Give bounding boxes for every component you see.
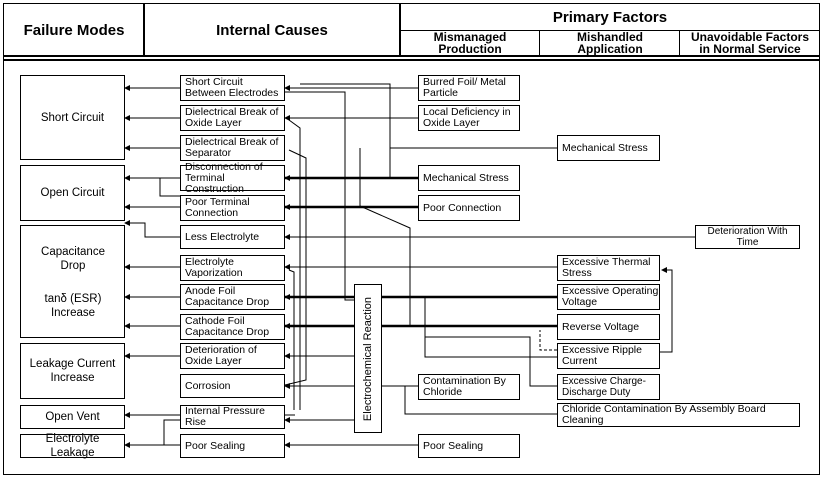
cause-electrolyte-vaporization: Electrolyte Vaporization bbox=[180, 255, 285, 281]
header-primary-factors: Primary Factors bbox=[552, 8, 668, 26]
cause-deterioration-oxide: Deterioration of Oxide Layer bbox=[180, 343, 285, 369]
factor-excessive-charge-discharge: Excessive Charge-Discharge Duty bbox=[557, 374, 660, 400]
factor-burred-foil: Burred Foil/ Metal Particle bbox=[418, 75, 520, 101]
header-internal-causes: Internal Causes bbox=[216, 21, 328, 39]
factor-excessive-ripple-current: Excessive Ripple Current bbox=[557, 343, 660, 369]
failure-open-vent: Open Vent bbox=[20, 405, 125, 429]
cause-cathode-foil-drop: Cathode Foil Capacitance Drop bbox=[180, 314, 285, 340]
failure-capacitance-esr bbox=[20, 225, 125, 338]
cause-disconnection-terminal: Disconnection of Terminal Construction bbox=[180, 161, 285, 194]
factor-excessive-operating-voltage: Excessive Operating Voltage bbox=[557, 284, 660, 310]
failure-leakage-current: Leakage Current Increase bbox=[20, 343, 125, 399]
failure-electrolyte-leakage-label: Electrolyte Leakage bbox=[45, 433, 100, 459]
failure-short-circuit-label: Short Circuit bbox=[40, 111, 105, 124]
header-unavoidable-factors: Unavoidable Factors in Normal Service bbox=[690, 30, 810, 56]
electrochemical-reaction-box: Electrochemical Reaction bbox=[354, 284, 382, 433]
factor-mechanical-stress-application: Mechanical Stress bbox=[557, 135, 660, 161]
factor-poor-sealing-production: Poor Sealing bbox=[418, 434, 520, 458]
cause-short-between-electrodes: Short Circuit Between Electrodes bbox=[180, 75, 285, 101]
electrochemical-reaction-label: Electrochemical Reaction bbox=[362, 296, 374, 421]
failure-open-vent-label: Open Vent bbox=[45, 411, 100, 423]
failure-open-circuit-label: Open Circuit bbox=[40, 187, 105, 199]
cause-anode-foil-drop: Anode Foil Capacitance Drop bbox=[180, 284, 285, 310]
factor-mechanical-stress-production: Mechanical Stress bbox=[418, 165, 520, 191]
diagram-frame bbox=[3, 3, 820, 475]
cause-dielectrical-break-oxide: Dielectrical Break of Oxide Layer bbox=[180, 105, 285, 131]
cause-internal-pressure-rise: Internal Pressure Rise bbox=[180, 405, 285, 429]
factor-contamination-chloride: Contamination By Chloride bbox=[418, 374, 520, 400]
header-divider bbox=[400, 30, 820, 31]
factor-local-deficiency: Local Deficiency in Oxide Layer bbox=[418, 105, 520, 131]
header-divider bbox=[679, 30, 680, 56]
failure-electrolyte-leakage: Electrolyte Leakage bbox=[20, 433, 125, 459]
factor-excessive-thermal-stress: Excessive Thermal Stress bbox=[557, 255, 660, 281]
header-bottom-rule bbox=[4, 59, 820, 61]
header-bottom-rule bbox=[4, 55, 820, 57]
factor-chloride-contamination-board: Chloride Contamination By Assembly Board… bbox=[557, 403, 800, 427]
cause-poor-terminal-connection: Poor Terminal Connection bbox=[180, 195, 285, 221]
header-divider bbox=[399, 4, 401, 56]
cause-dielectrical-break-separator: Dielectrical Break of Separator bbox=[180, 135, 285, 161]
header-failure-modes: Failure Modes bbox=[23, 21, 125, 39]
cause-less-electrolyte: Less Electrolyte bbox=[180, 225, 285, 249]
factor-reverse-voltage: Reverse Voltage bbox=[557, 314, 660, 340]
failure-open-circuit: Open Circuit bbox=[20, 165, 125, 221]
header-divider bbox=[539, 30, 540, 56]
cause-poor-sealing: Poor Sealing bbox=[180, 434, 285, 458]
header-mishandled-application: Mishandled Application bbox=[576, 30, 643, 56]
failure-short-circuit: Short Circuit bbox=[20, 75, 125, 160]
header-mismanaged-production: Mismanaged Production bbox=[433, 30, 507, 56]
failure-capacitance-drop-label: Capacitance Drop bbox=[41, 246, 105, 272]
factor-poor-connection: Poor Connection bbox=[418, 195, 520, 221]
failure-tand-esr-label: tanδ (ESR) Increase bbox=[44, 293, 102, 319]
cause-corrosion: Corrosion bbox=[180, 374, 285, 398]
failure-leakage-current-label: Leakage Current Increase bbox=[29, 358, 116, 384]
factor-deterioration-with-time: Deterioration With Time bbox=[695, 225, 800, 249]
header-divider bbox=[143, 4, 145, 56]
